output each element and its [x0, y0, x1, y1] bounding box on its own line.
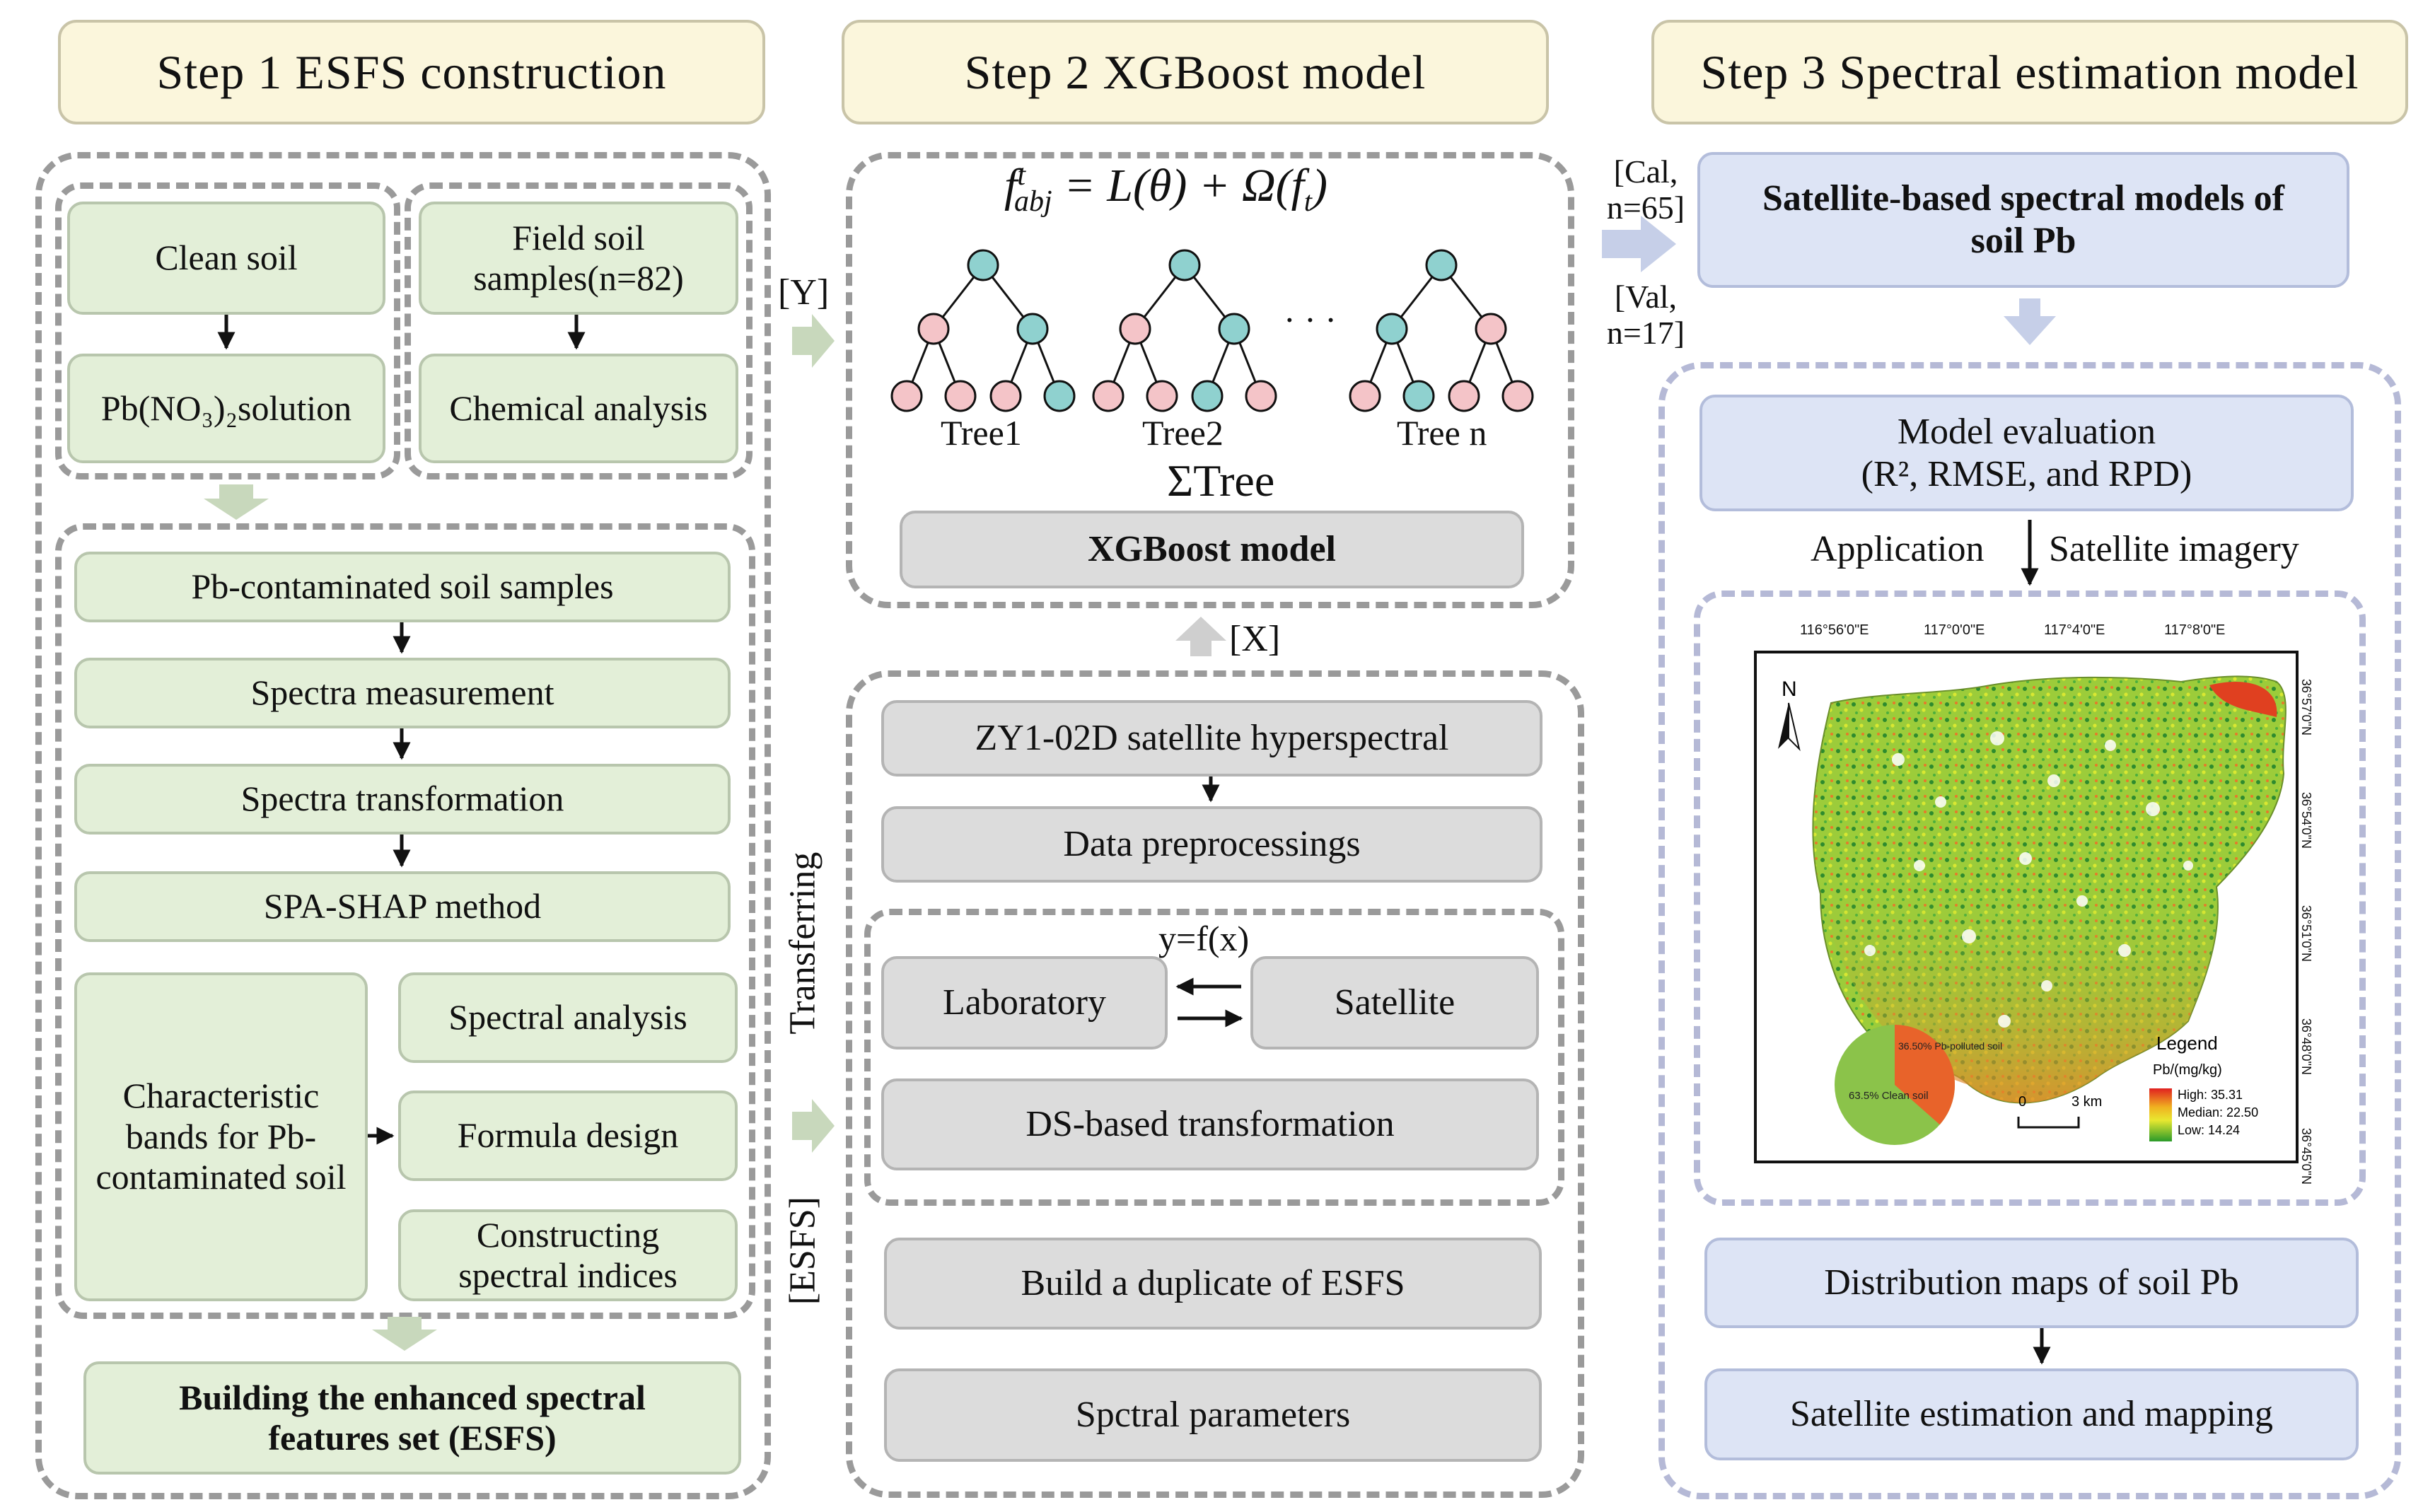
- tree-node: [1475, 313, 1507, 345]
- tree-node: [1119, 313, 1151, 345]
- tree-node: [1501, 380, 1534, 412]
- thin-arrows: [217, 315, 2051, 1365]
- y-fx-label: y=f(x): [1158, 919, 1250, 958]
- step1-left-top-frame: [55, 182, 400, 479]
- tree-node: [1349, 380, 1381, 412]
- tree-node: [1402, 380, 1435, 412]
- x-label: [X]: [1229, 619, 1281, 659]
- legend-high: High: 35.31: [2178, 1088, 2243, 1102]
- pie-polluted: [1895, 1025, 1955, 1125]
- satellite-estimation-box: Satellite estimation and mapping: [1704, 1368, 2359, 1460]
- tree-node: [967, 249, 999, 281]
- model-evaluation-box: Model evaluation (R², RMSE, and RPD): [1699, 395, 2354, 511]
- model-evaluation-title: Model evaluation: [1897, 411, 2156, 452]
- block-arrows: [204, 216, 2056, 1351]
- xgboost-frame: [846, 152, 1574, 608]
- pie-clean-label: 63.5% Clean soil: [1849, 1090, 1929, 1102]
- cal-label: [Cal, n=65]: [1606, 153, 1685, 226]
- north-label: N: [1782, 678, 1797, 701]
- tree-node: [944, 380, 977, 412]
- step3-header: Step 3 Spectral estimation model: [1651, 20, 2408, 124]
- tree-node: [890, 380, 923, 412]
- map-clean-patches: [1864, 731, 2193, 1028]
- step1-outer-frame: [35, 152, 771, 1499]
- tree-node: [917, 313, 950, 345]
- step1-header: Step 1 ESFS construction: [58, 20, 765, 124]
- tree-node: [1448, 380, 1480, 412]
- zy1-box: ZY1-02D satellite hyperspectral: [881, 700, 1542, 777]
- tree-node: [989, 380, 1022, 412]
- tree2-label: Tree2: [1142, 413, 1224, 453]
- spectral-analysis-box: Spectral analysis: [398, 972, 738, 1063]
- characteristic-bands-box: Characteristic bands for Pb-contaminated…: [74, 972, 368, 1301]
- formula-design-box: Formula design: [398, 1091, 738, 1181]
- build-duplicate-box: Build a duplicate of ESFS: [884, 1238, 1542, 1330]
- chemical-analysis-box: Chemical analysis: [419, 354, 738, 463]
- map-frame: [1694, 591, 2366, 1206]
- step1-inner-frame: [55, 523, 755, 1319]
- tree1-label: Tree1: [941, 413, 1022, 453]
- spa-shap-box: SPA-SHAP method: [74, 871, 731, 942]
- tree-node: [1245, 380, 1277, 412]
- tree-node: [1191, 380, 1224, 412]
- legend-title: Legend: [2156, 1033, 2218, 1054]
- north-arrow-icon: N: [1778, 678, 1801, 752]
- pb-samples-box: Pb-contaminated soil samples: [74, 552, 731, 622]
- step2-header: Step 2 XGBoost model: [842, 20, 1549, 124]
- satellite-box: Satellite: [1250, 956, 1539, 1049]
- legend-low: Low: 14.24: [2178, 1123, 2240, 1137]
- step3-outer-frame: [1658, 362, 2401, 1499]
- sum-tree-label: ΣTree: [1167, 455, 1275, 506]
- distribution-maps-box: Distribution maps of soil Pb: [1704, 1238, 2359, 1328]
- scale-bar: 0 3 km: [2017, 1094, 2102, 1129]
- map-graphic: N 116°56'0"E 63.5% Clean soil 36.50% Pb-…: [1778, 640, 2287, 1145]
- scale-0: 0: [2018, 1094, 2026, 1110]
- y-label: [Y]: [778, 272, 830, 313]
- pb-distribution-map: N 116°56'0"E 63.5% Clean soil 36.50% Pb-…: [1754, 640, 2299, 1163]
- spectral-parameters-box: Spctral parameters: [884, 1368, 1542, 1462]
- tree-node: [1092, 380, 1125, 412]
- scale-3: 3 km: [2072, 1094, 2102, 1110]
- satellite-imagery-label: Satellite imagery: [2049, 529, 2299, 569]
- lon-tick-b: 117°0'0"E: [1924, 622, 1985, 638]
- application-label: Application: [1811, 529, 1985, 569]
- tree-node: [1146, 380, 1178, 412]
- lon-tick-d: 117°8'0"E: [2164, 622, 2226, 638]
- xgboost-model-box: XGBoost model: [900, 511, 1524, 588]
- tree-node: [1376, 313, 1408, 345]
- satellite-models-box: Satellite-based spectral models of soil …: [1697, 152, 2349, 288]
- tree-node: [1168, 249, 1201, 281]
- field-samples-box: Field soil samples(n=82): [419, 202, 738, 315]
- tree-node: [1425, 249, 1458, 281]
- transfer-frame: [864, 909, 1564, 1206]
- step1-right-top-frame: [405, 182, 753, 479]
- step2-lower-frame: [846, 670, 1584, 1498]
- data-preprocessing-box: Data preprocessings: [881, 806, 1542, 883]
- building-esfs-box: Building the enhanced spectral features …: [83, 1361, 741, 1475]
- legend-colorbar: [2149, 1088, 2172, 1141]
- spectra-measurement-box: Spectra measurement: [74, 658, 731, 728]
- pie-polluted-label: 36.50% Pb-polluted soil: [1898, 1040, 2002, 1052]
- lon-tick-a: 116°56'0"E: [1800, 622, 1869, 638]
- tree-diagrams: [890, 249, 1534, 412]
- pb-solution-box: Pb(NO₃)₂solution: [67, 354, 385, 463]
- legend-median: Median: 22.50: [2178, 1105, 2258, 1120]
- constructing-indices-box: Constructing spectral indices: [398, 1209, 738, 1301]
- ds-transformation-box: DS-based transformation: [881, 1078, 1539, 1170]
- clean-soil-box: Clean soil: [67, 202, 385, 315]
- ellipsis: · · ·: [1284, 300, 1337, 339]
- xgboost-formula: ftabj = L(θ) + Ω(ft): [1004, 159, 1328, 219]
- lon-tick-c: 117°4'0"E: [2044, 622, 2105, 638]
- spectra-transformation-box: Spectra transformation: [74, 764, 731, 834]
- tree-n-label: Tree n: [1397, 413, 1487, 453]
- model-evaluation-metrics: (R², RMSE, and RPD): [1861, 453, 2192, 494]
- legend-unit: Pb/(mg/kg): [2153, 1062, 2222, 1078]
- tree-node: [1218, 313, 1250, 345]
- tree-node: [1016, 313, 1049, 345]
- val-label: [Val, n=17]: [1606, 279, 1685, 351]
- laboratory-box: Laboratory: [881, 956, 1168, 1049]
- tree-node: [1043, 380, 1076, 412]
